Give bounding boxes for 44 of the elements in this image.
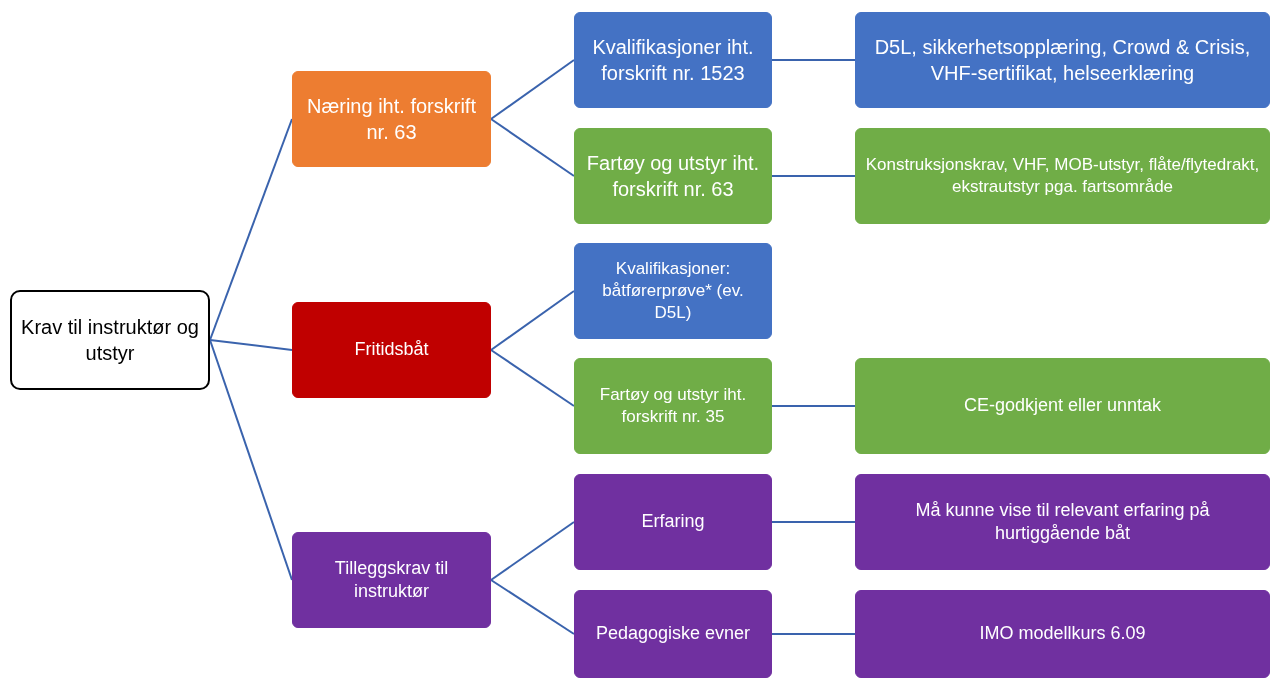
box-label: CE-godkjent eller unntak	[963, 394, 1162, 418]
connector-line	[490, 59, 575, 120]
connector-line	[490, 521, 575, 581]
connector-line	[771, 175, 856, 177]
connector-line	[490, 349, 575, 407]
category-box	[292, 302, 491, 398]
connector-line	[771, 59, 856, 61]
connector-line	[771, 633, 856, 635]
box-label: Må kunne vise til relevant erfaring på hurtiggående båt	[914, 498, 1211, 545]
root-box	[10, 290, 210, 390]
box-label: Næring iht. forskrift nr. 63	[306, 94, 477, 145]
box-label: IMO modellkurs 6.09	[979, 622, 1146, 646]
category-box	[855, 128, 1270, 224]
box-label: Pedagogiske evner	[595, 622, 751, 646]
box-label: Fritidsbåt	[354, 338, 429, 362]
box-label: Kvalifikasjoner iht. forskrift nr. 1523	[591, 35, 755, 86]
connector-line	[209, 118, 293, 341]
category-box	[855, 590, 1270, 678]
box-label: Kvalifikasjoner: båtførerprøve* (ev. D5L)	[601, 257, 745, 325]
category-box	[292, 71, 491, 167]
connector-line	[771, 521, 856, 523]
connector-line	[490, 118, 575, 177]
box-label: Fartøy og utstyr iht. forskrift nr. 35	[598, 383, 748, 428]
box-label: Tilleggskrav til instruktør	[333, 556, 450, 603]
box-label: D5L, sikkerhetsopplæring, Crowd & Crisis, VHF-sertifikat, helseerklæring	[873, 35, 1252, 86]
connector-line	[490, 579, 575, 635]
category-box	[292, 532, 491, 628]
category-box	[855, 474, 1270, 570]
category-box	[574, 12, 772, 108]
box-label: Erfaring	[641, 510, 705, 534]
connector-line	[209, 339, 293, 581]
box-label: Fartøy og utstyr iht. forskrift nr. 63	[585, 151, 761, 202]
connector-line	[490, 290, 575, 351]
category-box	[574, 243, 772, 339]
category-box	[574, 590, 772, 678]
box-label: Krav til instruktør og utstyr	[20, 315, 200, 366]
category-box	[574, 358, 772, 454]
category-box	[574, 128, 772, 224]
box-label: Konstruksjonskrav, VHF, MOB-utstyr, flåte/flytedrakt, ekstrautstyr pga. fartsområde	[864, 153, 1261, 198]
connector-line	[771, 405, 856, 407]
connector-line	[209, 339, 293, 351]
category-box	[855, 12, 1270, 108]
category-box	[855, 358, 1270, 454]
category-box	[574, 474, 772, 570]
